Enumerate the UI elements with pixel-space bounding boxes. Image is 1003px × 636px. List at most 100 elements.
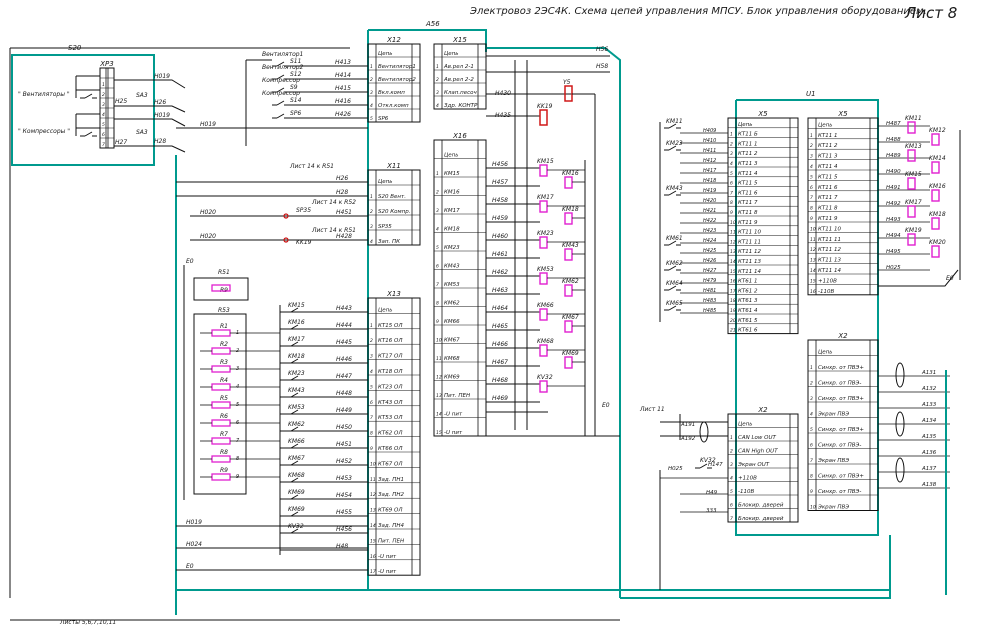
x2b-row-label: Экран ПВЭ [817, 505, 849, 511]
x11-row-label: S20 Вент. [378, 194, 406, 200]
s20-frame [11, 54, 155, 166]
x13-pin-number: 13 [370, 508, 376, 514]
x13-contact [290, 426, 299, 432]
x2b-row-label: Синхр. от ПВЭ+ [818, 365, 864, 371]
x11-pin-number: 2 [370, 209, 373, 215]
u1-coil-km18-label: KM18 [929, 211, 946, 218]
x16-row-label: КМ15 [444, 171, 460, 177]
x13-contact [290, 409, 299, 415]
x2a-row-label: Цепь [738, 422, 753, 428]
coil-km69-label: KM69 [562, 350, 579, 357]
x11-row-label: SP35 [378, 224, 392, 230]
h49-label: H49 [706, 490, 718, 496]
x13-pin-number: 5 [370, 384, 373, 390]
sa3-label: SA3 [136, 92, 148, 99]
x5-right-wire-label: H493 [886, 217, 901, 223]
coil-km66 [539, 308, 548, 321]
x16-row-label: Цепь [444, 153, 459, 159]
resistor-label: R6 [220, 413, 228, 420]
x2a-pin-number: 7 [730, 516, 733, 522]
x11-wire-label: H451 [336, 209, 352, 216]
x12-switch [276, 87, 285, 93]
x13-row-label: КТ67 ОЛ [378, 461, 402, 467]
x16-pin-number: 12 [436, 375, 442, 381]
s20-out-wire [114, 118, 186, 127]
x13-contact [290, 528, 299, 534]
resistor-r5 [211, 401, 231, 409]
x12-pin-number: 5 [370, 116, 373, 122]
u1-coil-km12-label: KM12 [929, 127, 946, 134]
x5a-row-label: КТ11 5 [738, 181, 758, 187]
x5-left-contact [668, 123, 677, 129]
xp3-title: XP3 [99, 60, 113, 68]
x5a-row-label: КТ11 13 [738, 259, 762, 265]
x13-contact [290, 443, 299, 449]
x15-row-label: Здр. КОНТР [444, 103, 478, 109]
x5a-pin-number: 21 [730, 328, 736, 334]
r51-frame [193, 277, 249, 301]
u1-coil-km13 [907, 149, 916, 162]
coil-km23 [539, 236, 548, 249]
x5b-pin-number: 15 [810, 278, 816, 284]
x15-frame [433, 43, 487, 110]
x2b-pin-number: 10 [810, 505, 816, 511]
x5-left-contact [668, 305, 677, 311]
xp3-pin-number: 1 [102, 82, 105, 88]
u1-coil-km11 [907, 121, 916, 134]
x13-row-label: КТ62 ОЛ [378, 431, 402, 437]
u1-coil-km20-label: KM20 [929, 239, 946, 246]
sp35-label: SP35 [296, 207, 311, 214]
twisted-pair-icon [895, 411, 905, 437]
x13-contact-label: KM62 [288, 421, 305, 428]
u1-coil-km18 [931, 217, 940, 230]
u1-coil-km16 [931, 189, 940, 202]
x5b-row-label: -110В [818, 289, 834, 295]
x5a-row-label: КТ11 8 [738, 210, 758, 216]
xp3-pin-number: 7 [102, 142, 105, 148]
x16-wire-label: H465 [492, 323, 508, 330]
sa3-label: SA3 [136, 129, 148, 136]
x5b-pin-number: 5 [810, 174, 813, 180]
x2b-label: A137 [921, 466, 937, 472]
twisted-pair-icon [895, 457, 905, 483]
e0-right-label: E0 [946, 275, 954, 282]
x16-wire-label: H467 [492, 359, 508, 366]
u1-frame [735, 99, 879, 536]
x2a-row-label: +110В [738, 476, 757, 482]
x5b-pin-number: 10 [810, 226, 816, 232]
resistor-label: R3 [220, 359, 228, 366]
x12-row-label: Цепь [378, 51, 393, 57]
x15-row-label: Цепь [444, 51, 459, 57]
x16-row-label: -U пит [444, 430, 463, 436]
x13-row-label: КТ69 ОЛ [378, 508, 402, 514]
x5a-pin-number: 18 [730, 298, 736, 304]
x2b-row-label: Цепь [818, 350, 833, 356]
x11-frame [367, 169, 421, 246]
coil-km23-label: KM23 [537, 230, 554, 237]
x12-pin-number: 2 [370, 77, 373, 83]
x5a-row-label: КТ11 11 [738, 239, 761, 245]
x5b-pin-number: 8 [810, 206, 813, 212]
u1-coil-km12 [931, 133, 940, 146]
x2-can-label: A191 [680, 422, 695, 428]
h019-label: H019 [186, 519, 202, 526]
x16-wire-label: H459 [492, 215, 508, 222]
x13-wire-label: H450 [336, 424, 352, 431]
x13-contact [290, 460, 299, 466]
coil-km17-label: KM17 [537, 194, 554, 201]
coil-km17 [539, 200, 548, 213]
coil-km15 [539, 164, 548, 177]
x5-right-wire-label: H489 [886, 153, 901, 159]
coil-km53 [539, 272, 548, 285]
x12-row-label: SP6 [378, 116, 389, 122]
x2b-pin-number: 8 [810, 474, 813, 480]
x5b-row-label: КТ11 1 [818, 133, 838, 139]
x15-pin-number: 2 [436, 77, 439, 83]
x16-pin-number: 3 [436, 208, 439, 214]
x13-contact-label: KM66 [288, 438, 305, 445]
x5a-row-label: КТ61 5 [738, 318, 758, 324]
x16-row-label: КМ53 [444, 282, 460, 288]
xp3-pin-number: 3 [102, 102, 105, 108]
x13-wire-label: H452 [336, 458, 352, 465]
s20-out-wire [114, 105, 186, 113]
